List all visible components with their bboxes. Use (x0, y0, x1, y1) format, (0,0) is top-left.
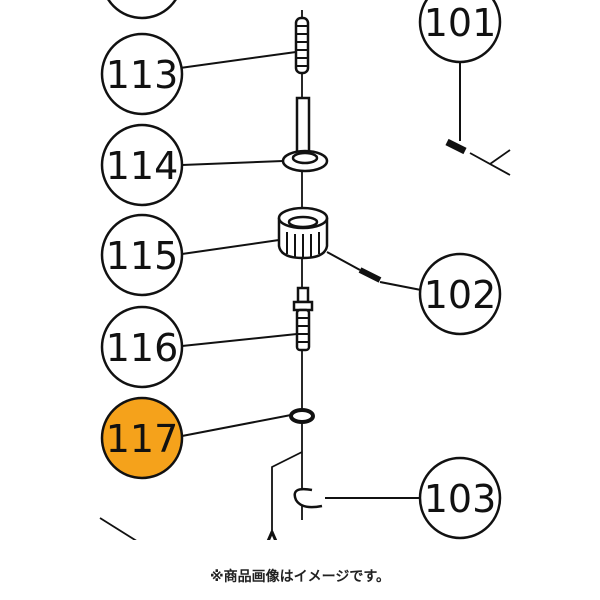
pin-part-102 (358, 267, 382, 283)
callout-101: 101 (418, 0, 502, 64)
image-disclaimer: ※商品画像はイメージです。 (210, 569, 390, 585)
screw-part (292, 286, 314, 352)
o-ring-part (289, 408, 315, 424)
partial-callout (107, 0, 177, 20)
svg-text:117: 117 (106, 417, 179, 461)
svg-text:113: 113 (106, 53, 179, 97)
svg-text:101: 101 (424, 1, 497, 45)
callout-103: 103 (418, 456, 502, 540)
svg-text:102: 102 (424, 273, 497, 317)
callout-117-highlighted: 117 (100, 396, 184, 480)
pin-part-101 (445, 138, 467, 155)
callout-115: 115 (100, 213, 184, 297)
svg-text:114: 114 (106, 144, 179, 188)
shaft-part (281, 96, 329, 173)
spring-part (294, 16, 310, 75)
svg-text:115: 115 (106, 234, 179, 278)
e-ring-part (293, 487, 323, 509)
callout-102: 102 (418, 252, 502, 336)
callout-113: 113 (100, 32, 184, 116)
svg-text:116: 116 (106, 326, 179, 370)
callout-116: 116 (100, 305, 184, 389)
svg-text:103: 103 (424, 477, 497, 521)
knob-part (277, 206, 329, 260)
callout-114: 114 (100, 123, 184, 207)
